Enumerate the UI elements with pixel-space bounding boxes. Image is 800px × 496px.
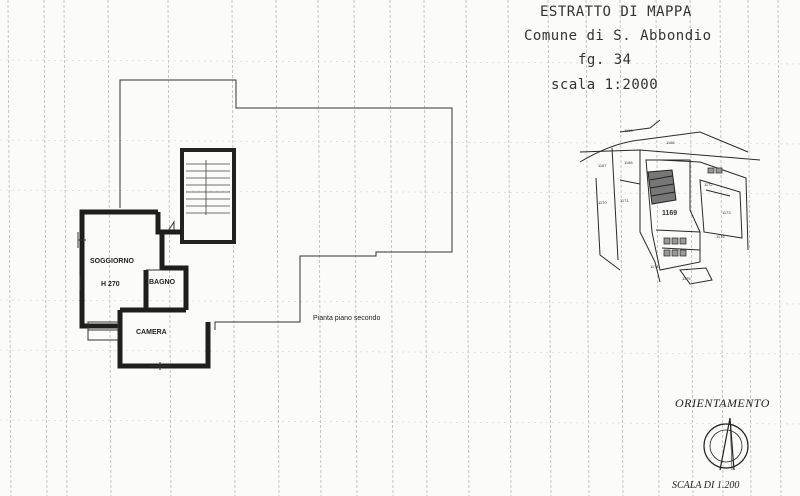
room-label-soggiorno: SOGGIORNO: [90, 258, 134, 265]
scan-line: [107, 0, 112, 496]
scan-line: [0, 419, 800, 425]
room-height-soggiorno: H 270: [101, 281, 120, 288]
parcel-number: 1168: [624, 160, 633, 165]
scan-line: [0, 349, 800, 355]
parcel-number: 1175: [682, 276, 691, 281]
scan-line: [585, 0, 590, 496]
scan-line: [465, 0, 470, 496]
scan-line: [167, 0, 172, 496]
scan-line: [63, 0, 68, 496]
scan-line: [353, 0, 358, 496]
header-comune: Comune di S. Abbondio: [524, 28, 712, 44]
property-outline: [119, 79, 453, 330]
scan-line: [317, 0, 322, 496]
scan-line: [747, 0, 752, 496]
scan-line: [507, 0, 512, 496]
scan-line: [423, 0, 428, 496]
scan-line: [619, 0, 624, 496]
scan-line: [0, 299, 800, 305]
scan-line: [231, 0, 236, 496]
window-marks: [77, 232, 170, 367]
header-foglio: fg. 34: [578, 52, 632, 68]
room-label-camera: CAMERA: [136, 329, 167, 336]
parcel-number: 1165: [624, 128, 633, 133]
scale-label: SCALA DI 1.200: [672, 480, 740, 491]
scan-line: [0, 59, 800, 65]
scan-line: [0, 139, 800, 145]
scan-line: [43, 0, 48, 496]
scan-line: [655, 0, 660, 496]
scan-line: [275, 0, 280, 496]
parcel-number: 1170: [598, 200, 607, 205]
scan-line: [389, 0, 394, 496]
staircase: [180, 148, 236, 244]
scan-line: [689, 0, 694, 496]
scan-line: [547, 0, 552, 496]
parcel-number: 1169: [662, 210, 678, 217]
plan-caption: Pianta piano secondo: [313, 315, 381, 322]
parcel-number: 1166: [666, 140, 675, 145]
parcel-number: 1173: [722, 210, 731, 215]
scan-line: [719, 0, 724, 496]
parcel-number: 1172: [704, 182, 713, 187]
orientation-label: ORIENTAMENTO: [675, 396, 770, 410]
parcel-number: 1167: [598, 163, 607, 168]
parcel-number: 1174: [650, 264, 659, 269]
scan-line: [7, 0, 12, 496]
parcel-number: 1176: [716, 234, 725, 239]
parcel-number: 1171: [620, 198, 629, 203]
interior-thin-walls: [78, 239, 162, 370]
header-scale: scala 1:2000: [551, 77, 659, 93]
scan-line: [777, 0, 782, 496]
header-title: ESTRATTO DI MAPPA: [540, 4, 692, 20]
room-label-bagno: BAGNO: [149, 279, 176, 286]
